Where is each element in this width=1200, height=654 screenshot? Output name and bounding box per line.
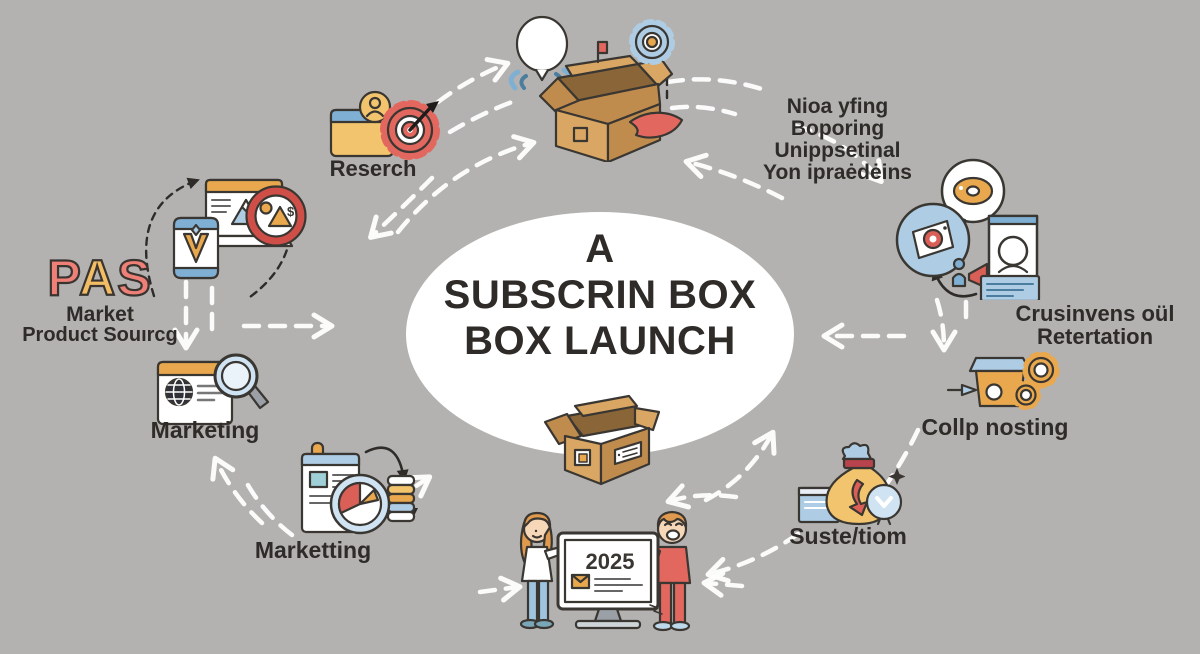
retention-line-2: Retertation [1036, 324, 1154, 349]
pas-title: PAS [10, 250, 190, 306]
pas-letter-p: P [46, 250, 80, 306]
audience-line-1: Nioa yfing [786, 95, 889, 118]
social-proof-icon [893, 158, 1045, 300]
launch-year-text: 2025 [586, 549, 635, 574]
title-line-2: SUBSCRIN BOX [443, 273, 757, 317]
box-gears-icon [946, 352, 1062, 416]
team-monitor-icon: 2025 [500, 503, 705, 645]
retention-line-1: Crusinvens oül [1015, 301, 1175, 326]
dollar-glyph: $ [287, 204, 295, 219]
pas-product-source-label: Product Souırcg [22, 324, 178, 346]
marketting-label: Marketting [254, 537, 372, 563]
research-label: Reserch [329, 156, 417, 181]
target-gear-icon [328, 90, 440, 166]
idea-box-icon [500, 14, 690, 162]
main-title: A SUBSCRIN BOX BOX LAUNCH [406, 226, 794, 364]
web-search-icon [156, 350, 270, 430]
marketing-label: Marketing [150, 417, 260, 443]
pas-market-label: Market [66, 303, 134, 326]
pas-block: PAS Market Product Souırcg [10, 250, 190, 346]
title-line-3: BOX LAUNCH [464, 319, 736, 363]
audience-line-4: Yon ipraėdėins [763, 161, 912, 184]
audience-line-3: Unippsetinal [774, 139, 901, 162]
pas-letter-a: A [78, 250, 118, 306]
devices-icon: $ [172, 178, 309, 280]
audience-line-2: Boporing [790, 117, 885, 140]
report-chart-icon [296, 440, 420, 540]
title-line-1: A [585, 227, 615, 271]
collab-label: Collp nosting [921, 414, 1069, 440]
audience-text-block: Nioa yfing Boporing Unippsetinal Yon ipr… [745, 96, 930, 184]
retention-text-block: Crusinvens oül Retertation [995, 302, 1195, 348]
open-box-icon [537, 392, 665, 486]
pas-letter-s: S [116, 250, 153, 306]
money-bag-icon [797, 440, 905, 530]
sustain-label: Suste/tiom [789, 523, 907, 549]
